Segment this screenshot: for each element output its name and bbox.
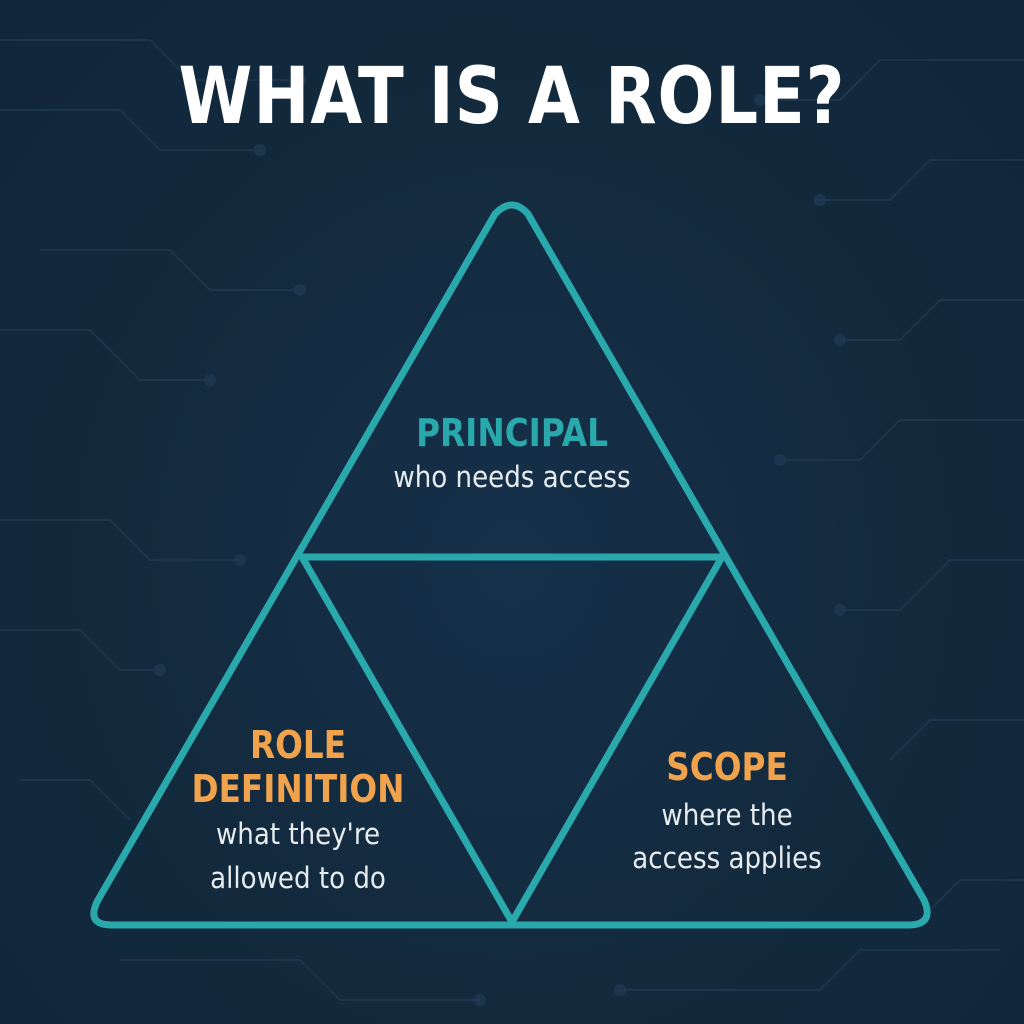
page-title: WHAT IS A ROLE? bbox=[178, 52, 846, 142]
principal-heading: PRINCIPAL bbox=[416, 411, 608, 455]
role-definition-description-line2: allowed to do bbox=[210, 860, 386, 895]
scope-description-line2: access applies bbox=[632, 841, 822, 876]
inner-triangle-divider bbox=[298, 553, 726, 926]
role-definition-description: what they're allowed to do bbox=[163, 813, 433, 900]
scope-heading: SCOPE bbox=[666, 745, 788, 789]
scope-section: SCOPE where the access applies bbox=[577, 745, 877, 881]
outer-triangle bbox=[90, 201, 931, 929]
role-definition-heading-line1: ROLE bbox=[249, 723, 347, 767]
role-definition-description-line1: what they're bbox=[215, 817, 381, 852]
role-definition-section: ROLE DEFINITION what they're allowed to … bbox=[148, 723, 448, 900]
scope-description-line1: where the bbox=[661, 797, 793, 832]
scope-description: where the access applies bbox=[592, 794, 862, 881]
principal-description: who needs access bbox=[393, 459, 631, 494]
role-definition-heading-line2: DEFINITION bbox=[191, 766, 405, 811]
principal-section: PRINCIPAL who needs access bbox=[362, 411, 662, 499]
